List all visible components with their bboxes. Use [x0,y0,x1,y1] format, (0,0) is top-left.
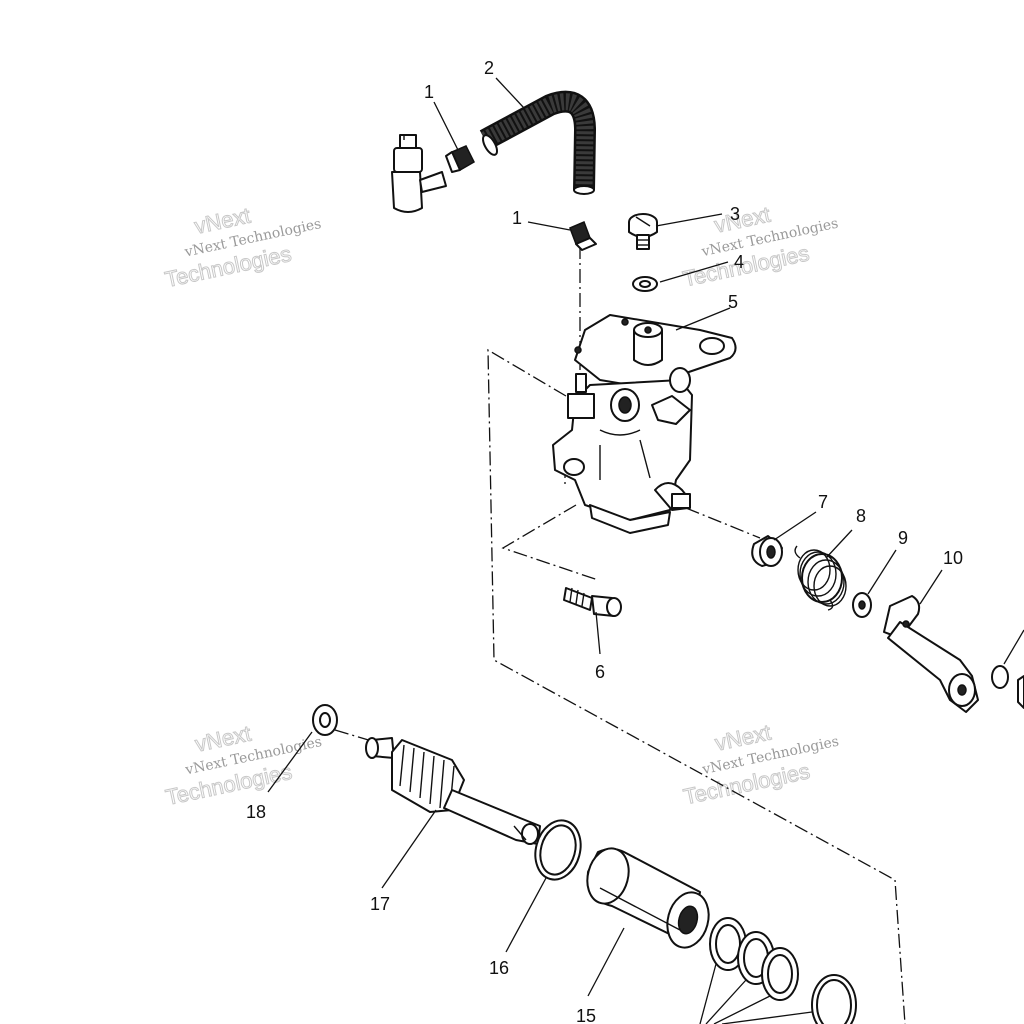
callout-1-lower: 1 [512,208,522,228]
gear-sleeve [586,847,710,949]
o-ring [534,819,582,881]
callout-1-upper: 1 [424,82,434,102]
callout-4: 4 [734,252,744,272]
oil-pump-assembly [552,314,737,534]
sealing-washer [632,276,658,292]
callout-7: 7 [818,492,828,512]
oil-hose [479,90,597,195]
watermark-top-left: vNext vNext Technologies Technologies [162,202,323,292]
adjuster-screw [628,213,658,250]
spring-washer [852,592,872,618]
hose-clamp-upper [445,145,475,173]
watermark-top-right: vNext vNext Technologies Technologies [680,201,840,292]
oil-line-fitting [391,134,447,213]
callout-16: 16 [489,958,509,978]
drive-gear-shaft [365,737,541,845]
callout-5: 5 [728,292,738,312]
callout-8: 8 [856,506,866,526]
callout-10: 10 [943,548,963,568]
callout-15: 15 [576,1006,596,1024]
watermark-bottom-left: vNext vNext Technologies Technologies [163,720,324,810]
callout-numbers: 1 2 1 3 4 5 6 7 8 9 10 18 17 16 15 [246,58,963,1024]
shim-washers [709,917,857,1024]
thrust-washer [312,704,338,736]
callout-18: 18 [246,802,266,822]
callout-17: 17 [370,894,390,914]
callout-3: 3 [730,204,740,224]
hose-clamp-lower [569,221,597,251]
collar [751,535,783,567]
mounting-bolt [563,587,622,617]
callout-6: 6 [595,662,605,682]
leader-lines [267,77,1024,1024]
pump-lever [883,595,1024,713]
callout-2: 2 [484,58,494,78]
watermark-bottom-right: vNext vNext Technologies Technologies [681,719,841,810]
callout-9: 9 [898,528,908,548]
return-spring [794,545,847,611]
